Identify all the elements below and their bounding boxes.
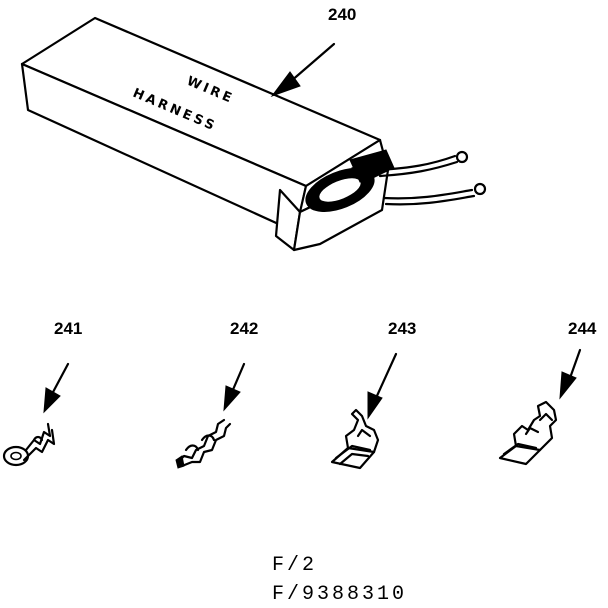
callout-242-arrow bbox=[223, 362, 246, 412]
callout-241: 241 bbox=[54, 319, 82, 338]
wire-harness-box: WIRE HARNESS bbox=[20, 16, 487, 252]
ring-terminal-241 bbox=[2, 422, 56, 467]
insulated-spade-terminal-244 bbox=[498, 400, 558, 466]
callout-241-arrow bbox=[43, 362, 70, 414]
callout-240-arrow bbox=[270, 42, 336, 98]
callout-240: 240 bbox=[328, 5, 356, 24]
hook-terminal-242 bbox=[175, 418, 232, 469]
drawing-number: F/9388310 bbox=[272, 583, 407, 606]
callout-244-arrow bbox=[559, 348, 582, 400]
callout-243-arrow bbox=[367, 352, 398, 420]
callout-243: 243 bbox=[388, 319, 416, 338]
female-spade-terminal-243 bbox=[330, 408, 380, 470]
figure-number: F/2 bbox=[272, 554, 317, 577]
wire-leads bbox=[376, 150, 487, 206]
callout-242: 242 bbox=[230, 319, 258, 338]
callout-244: 244 bbox=[568, 319, 597, 338]
coiled-wire bbox=[305, 149, 395, 212]
